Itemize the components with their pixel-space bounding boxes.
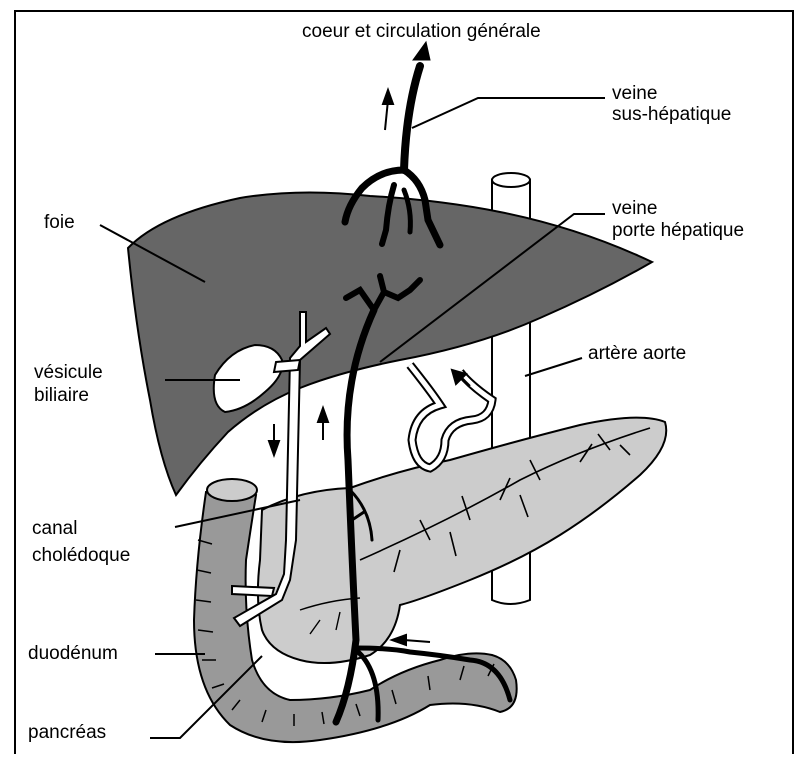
label-duodenum: duodénum — [28, 643, 118, 664]
label-pancreas: pancréas — [28, 722, 106, 743]
label-vesicule: vésicule — [34, 362, 103, 383]
label-porte-hepatique: porte hépatique — [612, 220, 744, 241]
label-foie: foie — [44, 212, 75, 233]
label-veine-sus: veine — [612, 83, 657, 104]
label-choledoque: cholédoque — [32, 545, 130, 566]
label-veine-porte: veine — [612, 198, 657, 219]
label-canal: canal — [32, 518, 77, 539]
label-artere-aorte: artère aorte — [588, 343, 686, 364]
label-coeur: coeur et circulation générale — [302, 21, 541, 42]
pancreas-shape — [258, 418, 666, 663]
label-sus-hepatique: sus-hépatique — [612, 104, 731, 125]
label-biliaire: biliaire — [34, 385, 89, 406]
